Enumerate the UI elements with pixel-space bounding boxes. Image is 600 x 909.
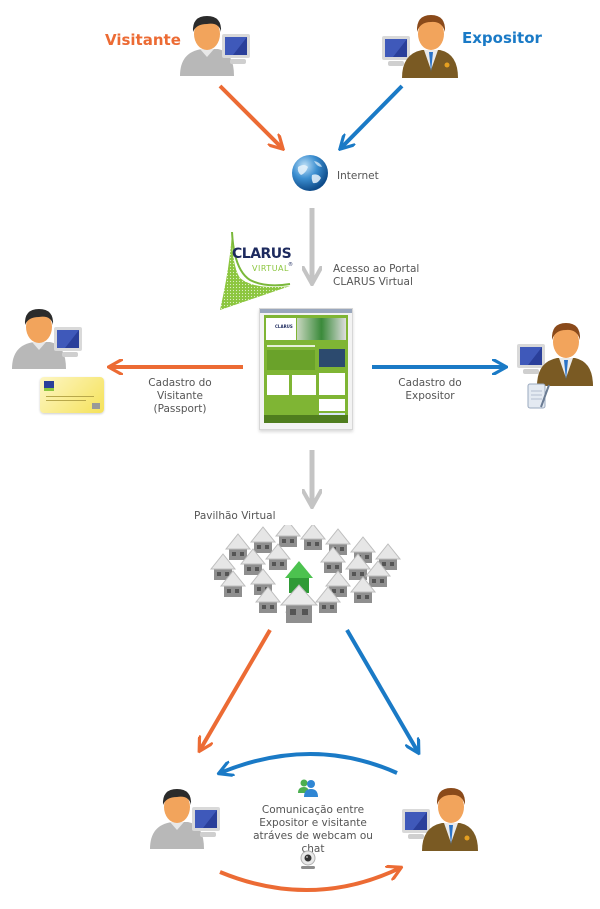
exhibitor-registration-line1: Cadastro do (398, 377, 462, 389)
portal-label-line1: Acesso ao Portal (333, 263, 420, 275)
house (249, 568, 277, 595)
visitor-registration-line2: Visitante (156, 390, 204, 402)
house (274, 525, 302, 547)
arrow-exhibitor-to-visitor-curve (220, 752, 398, 773)
arrow-visitor-to-exhibitor-curve (219, 868, 400, 892)
house (209, 553, 237, 580)
house (314, 586, 342, 613)
website-screenshot: CLARUS (259, 308, 353, 430)
clarus-virtual-logo: CLARUS VIRTUAL ® (214, 226, 294, 312)
logo-sub: VIRTUAL (252, 264, 289, 273)
globe-icon (290, 153, 330, 193)
exhibitor-user-icon (380, 10, 460, 80)
communication-label: Comunicação entre Expositor e visitante … (243, 804, 383, 856)
visitor-user-icon (178, 12, 254, 78)
visitor-title-text: Visitante (105, 31, 181, 49)
houses-icon (208, 525, 408, 625)
house (349, 576, 377, 603)
pavilion-label: Pavilhão Virtual (194, 510, 276, 522)
house (299, 525, 327, 550)
arrow-pavilion-to-visitor (200, 628, 272, 750)
visitor-title: Visitante (105, 30, 181, 49)
house (374, 543, 402, 570)
communication-line2: Expositor e visitante (259, 817, 367, 829)
exhibitor-registration-line2: Expositor (405, 390, 455, 402)
arrow-pavilion-to-exhibitor (345, 628, 418, 752)
visitor-registration-line1: Cadastro do (148, 377, 212, 389)
exhibitor-registration-user-icon (515, 318, 595, 388)
visitor-registration-line3: (Passport) (153, 403, 207, 415)
exhibitor-registration-label: Cadastro do Expositor (385, 377, 475, 403)
visitor-registration-user-icon (10, 305, 86, 371)
house (239, 548, 267, 575)
portal-label: Acesso ao Portal CLARUS Virtual (333, 263, 419, 289)
arrow-exhibitor-to-internet (341, 84, 404, 148)
passport-card-icon (40, 377, 104, 413)
messenger-icon (297, 778, 319, 798)
portal-label-line2: CLARUS Virtual (333, 276, 413, 288)
logo-brand: CLARUS (232, 246, 292, 262)
house (264, 543, 292, 570)
internet-label: Internet (337, 170, 379, 182)
webcam-icon (297, 850, 319, 870)
logo-registered: ® (288, 262, 293, 268)
front-house (279, 584, 319, 623)
visitor-comm-user-icon (148, 785, 224, 851)
house (254, 586, 282, 613)
house (249, 526, 277, 553)
house (224, 533, 252, 560)
exhibitor-comm-user-icon (400, 783, 480, 853)
house (219, 570, 247, 597)
notepad-icon (527, 381, 551, 411)
communication-line1: Comunicação entre (261, 804, 365, 816)
visitor-registration-label: Cadastro do Visitante (Passport) (130, 377, 230, 416)
exhibitor-title: Expositor (462, 28, 542, 47)
house (364, 560, 392, 587)
exhibitor-title-text: Expositor (462, 29, 542, 47)
arrow-visitor-to-internet (218, 84, 282, 148)
house (319, 546, 347, 573)
